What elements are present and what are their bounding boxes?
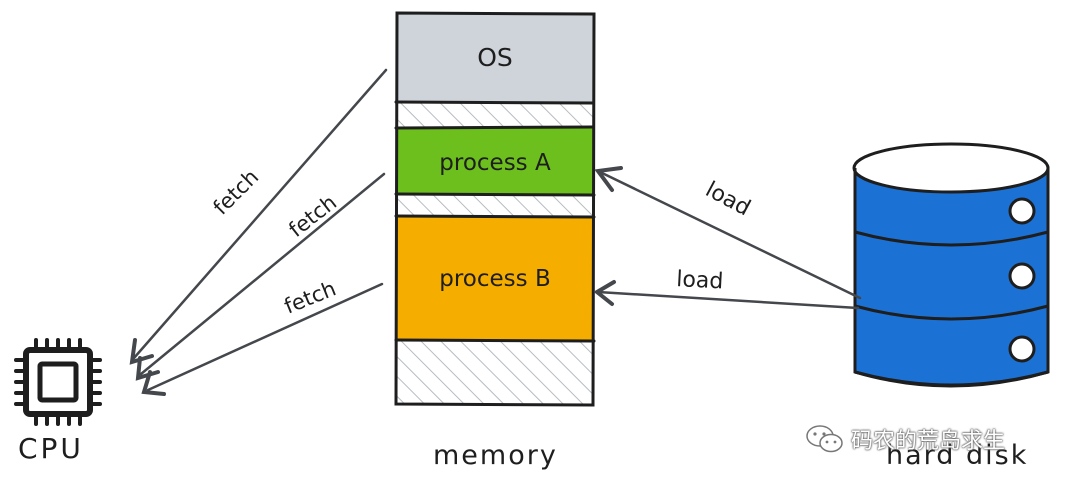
memory-free-gap-3 xyxy=(397,340,593,404)
load-label-2: load xyxy=(676,267,724,294)
fetch-arrow-2 xyxy=(139,172,386,376)
memory-os-region xyxy=(397,14,593,102)
wechat-icon xyxy=(806,425,843,453)
memory-column: OS process A process B xyxy=(394,11,596,407)
os-label: OS xyxy=(477,43,513,72)
memory-free-gap-2 xyxy=(397,194,593,216)
fetch-label-3: fetch xyxy=(281,276,340,318)
memory-free-gap-1 xyxy=(397,102,593,128)
memory-label: memory xyxy=(433,440,558,471)
fetch-arrow-1 xyxy=(132,68,388,360)
process-b-label: process B xyxy=(439,266,550,292)
memory-process-a-region xyxy=(397,128,593,194)
fetch-label-1: fetch xyxy=(209,165,264,220)
fetch-arrow-3 xyxy=(146,282,384,392)
fetch-arrow-3-head xyxy=(141,370,166,396)
cpu-label: CPU xyxy=(18,432,84,465)
hard-disk-icon xyxy=(852,142,1050,388)
hard-disk-label: hard disk xyxy=(886,440,1029,471)
load-arrow-1 xyxy=(598,170,862,300)
load-arrow-1-head xyxy=(594,166,623,192)
load-arrow-2-head xyxy=(593,280,616,306)
load-arrows xyxy=(593,166,862,310)
fetch-arrow-1-head xyxy=(129,338,154,365)
cpu-chip-icon xyxy=(14,338,102,426)
process-a-label: process A xyxy=(439,150,551,176)
watermark: 码农的荒岛求生 xyxy=(805,422,1005,456)
memory-process-b-region xyxy=(397,216,593,340)
watermark-text: 码农的荒岛求生 xyxy=(851,429,1006,454)
load-label-1: load xyxy=(701,177,754,221)
load-arrow-2 xyxy=(596,290,860,310)
fetch-arrows xyxy=(129,68,388,396)
